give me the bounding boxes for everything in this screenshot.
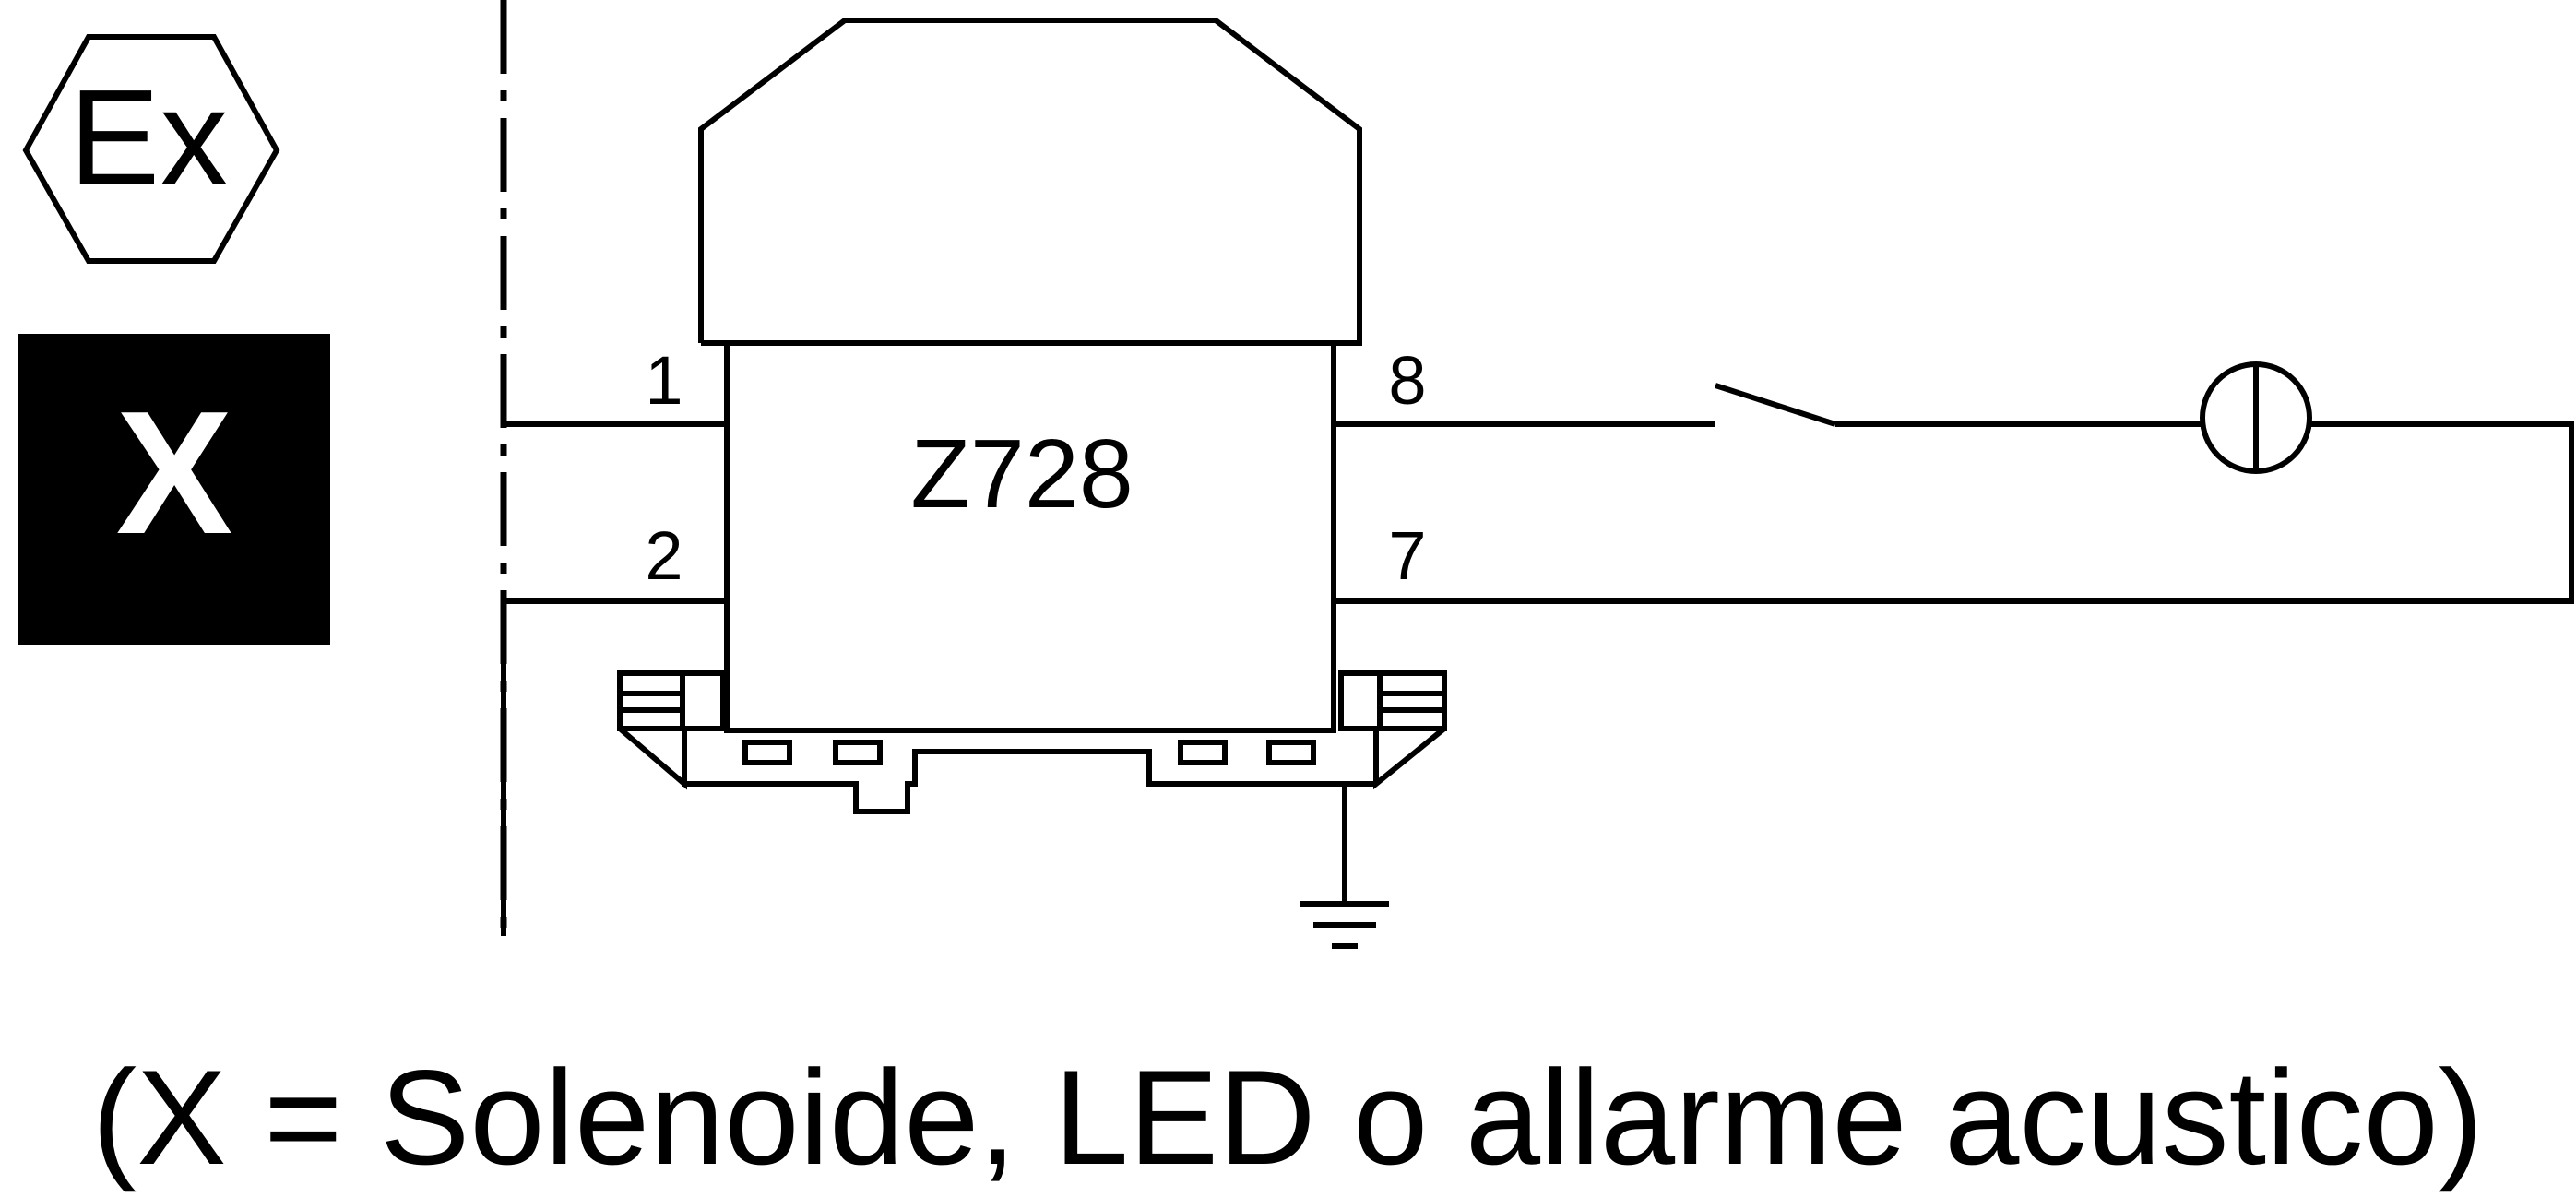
rail-clip-icon (1338, 670, 1447, 790)
terminal-7-label: 7 (1388, 517, 1426, 594)
foot-slot (833, 740, 883, 765)
lamp-icon (2200, 361, 2312, 474)
caption: (X = Solenoide, LED o allarme acustico) (92, 1042, 2484, 1192)
terminal-2-label: 2 (645, 517, 683, 594)
rail-clip-icon (617, 670, 726, 790)
ground-icon (1300, 784, 1389, 949)
din-rail-foot (682, 730, 1376, 814)
module-label: Z728 (910, 420, 1134, 528)
terminal-1-label: 1 (645, 342, 683, 419)
module-body (724, 340, 1336, 733)
load-box: X (18, 334, 330, 645)
foot-slot (1178, 740, 1228, 765)
ex-label: Ex (69, 62, 229, 214)
wire-return (1334, 421, 2574, 604)
switch-icon (1715, 383, 1836, 427)
foot-slot (1266, 740, 1316, 765)
ex-hexagon-icon: Ex (22, 34, 280, 264)
module-cover (698, 18, 1362, 346)
foot-slot (742, 740, 792, 765)
terminal-8-label: 8 (1388, 342, 1426, 419)
load-box-label: X (116, 375, 233, 571)
wire-terminal-2 (501, 598, 727, 936)
